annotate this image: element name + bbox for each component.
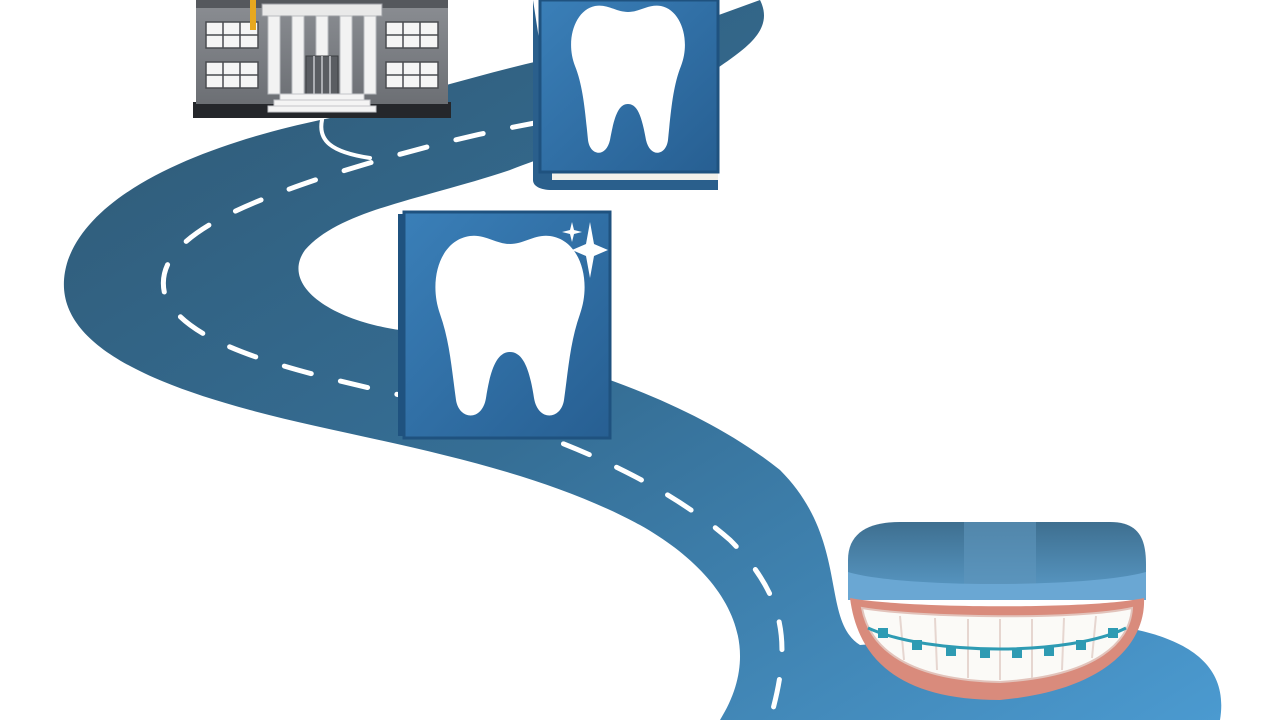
flag-accent [250,0,256,30]
portico-pediment [261,3,383,17]
braces-brackets [878,628,1118,658]
right-window-mullions [386,22,438,88]
building-steps [267,93,377,113]
sparkle-icon [572,222,608,278]
small-sparkle-icon [562,222,582,242]
school-building [193,0,451,118]
portico-columns [267,15,377,95]
tooth-icon [435,235,585,416]
book-pages [552,172,718,180]
tooth-book [533,0,720,190]
tooth-icon [571,5,685,153]
building-walkway [319,118,372,160]
braces-wire [867,626,1127,651]
braces-smile [848,522,1146,700]
winding-road [63,0,1222,720]
door-bars [313,56,331,94]
left-window-mullions [206,22,258,88]
sparkling-tooth-tile [398,210,612,440]
road-surface [63,0,1222,720]
mouthguard-band [848,572,1146,600]
mouthguard-panel [964,522,1036,592]
road-center-line [160,119,785,720]
